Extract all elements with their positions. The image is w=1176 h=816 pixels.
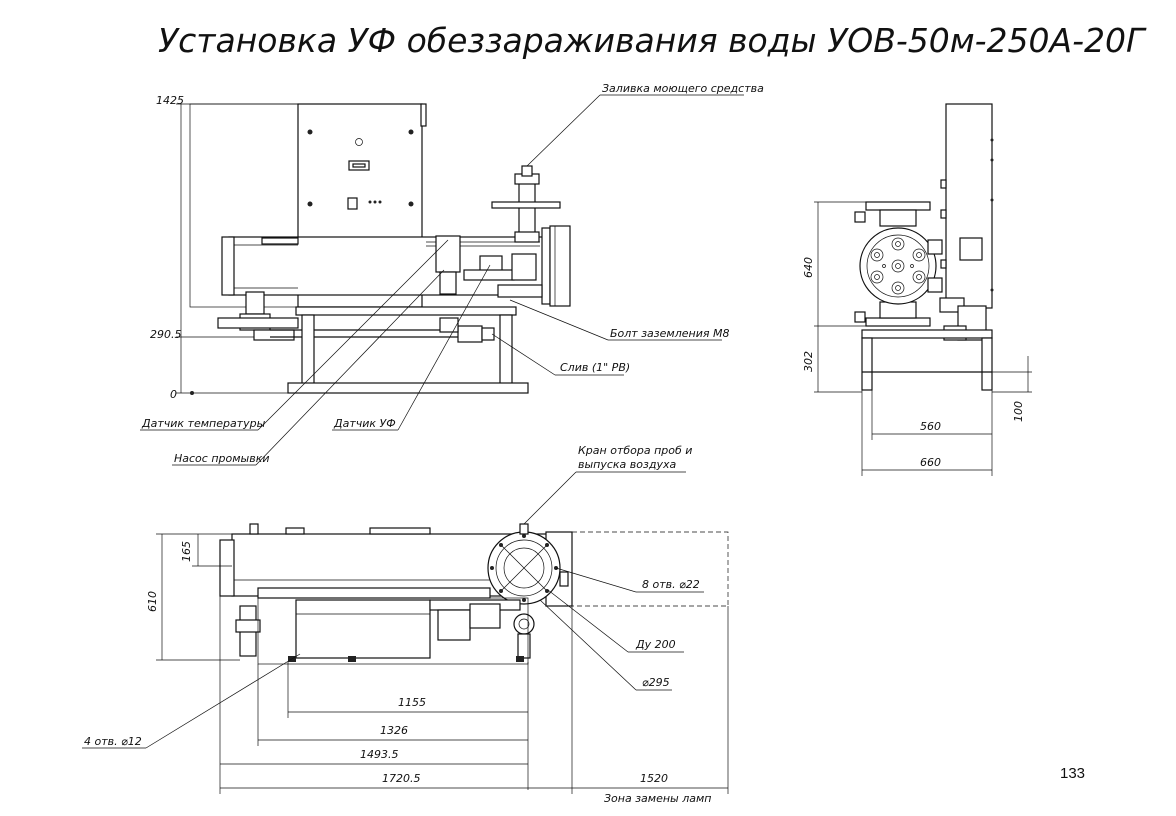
dim-302: 302 bbox=[802, 351, 815, 372]
page-number: 133 bbox=[1060, 765, 1085, 782]
callout-sample-valve-line2: выпуска воздуха bbox=[578, 458, 676, 471]
dim-1155: 1155 bbox=[398, 696, 426, 709]
frame-leg bbox=[301, 314, 315, 386]
callout-holes-4: 4 отв. ⌀12 bbox=[84, 735, 142, 748]
dim-640: 640 bbox=[802, 257, 815, 278]
front-view: 1425 290.5 0 Заливка моющего средства Бо… bbox=[140, 82, 764, 466]
plan-lamp-rail bbox=[257, 587, 491, 599]
dim-560: 560 bbox=[920, 420, 941, 433]
plan-sensor bbox=[513, 613, 535, 635]
dim-1493-5: 1493.5 bbox=[360, 748, 399, 761]
cabinet-hinge bbox=[420, 103, 427, 127]
dim-1326: 1326 bbox=[380, 724, 408, 737]
cabinet-screw bbox=[408, 201, 414, 207]
dim-zero: 0 bbox=[170, 388, 177, 401]
callout-wash-pump: Насос промывки bbox=[174, 452, 270, 465]
frame-top-rail bbox=[295, 306, 517, 316]
display-screen bbox=[352, 163, 366, 168]
inlet-pipe bbox=[518, 179, 536, 241]
inlet-elbow bbox=[245, 291, 265, 315]
callout-dia-295: ⌀295 bbox=[642, 676, 670, 689]
callout-dn-200: Ду 200 bbox=[635, 638, 676, 651]
frame-base bbox=[287, 382, 529, 394]
outlet-flange bbox=[541, 227, 551, 305]
dim-165: 165 bbox=[180, 541, 193, 562]
callout-drain: Слив (1" РВ) bbox=[560, 361, 630, 374]
side-cabinet bbox=[945, 103, 993, 309]
side-chamber-flange bbox=[859, 227, 937, 305]
outlet-flange-cover bbox=[549, 225, 571, 307]
frame-left-bracket bbox=[217, 317, 299, 329]
side-frame-top bbox=[861, 329, 993, 339]
dim-1520: 1520 bbox=[640, 772, 668, 785]
lamp-replacement-zone bbox=[571, 531, 729, 607]
side-panel-window bbox=[959, 237, 983, 261]
drawing-title: Установка УФ обеззараживания воды УОВ-50… bbox=[158, 21, 1147, 60]
side-frame-leg bbox=[861, 337, 873, 391]
side-frame-leg bbox=[981, 337, 993, 391]
side-bottom-flange bbox=[865, 317, 931, 327]
plan-view: 165 610 1155 1326 1493.5 1720.5 1520 Зон… bbox=[82, 444, 729, 805]
side-view: 640 302 100 560 660 bbox=[802, 103, 1032, 476]
frame-leg bbox=[499, 314, 513, 386]
callout-uv-sensor: Датчик УФ bbox=[333, 417, 396, 430]
indicator-lamp-icon bbox=[355, 138, 363, 146]
dim-1425: 1425 bbox=[156, 94, 184, 107]
callout-sample-valve-line1: Кран отбора проб и bbox=[578, 444, 692, 457]
plan-frame bbox=[257, 597, 529, 665]
dim-290-5: 290.5 bbox=[150, 328, 182, 341]
label-lamp-zone: Зона замены ламп bbox=[604, 792, 712, 805]
callout-temp-sensor: Датчик температуры bbox=[141, 417, 266, 430]
callout-ground-bolt: Болт заземления М8 bbox=[610, 327, 729, 340]
switch-icon bbox=[347, 197, 358, 210]
cabinet-screw bbox=[307, 201, 313, 207]
callout-detergent: Заливка моющего средства bbox=[602, 82, 764, 95]
dim-610: 610 bbox=[146, 591, 159, 612]
plan-pump bbox=[437, 609, 471, 641]
cabinet-screw bbox=[307, 129, 313, 135]
dim-100: 100 bbox=[1012, 401, 1025, 422]
wash-pump bbox=[435, 235, 461, 273]
dim-1720-5: 1720.5 bbox=[382, 772, 421, 785]
drain-valve bbox=[457, 325, 483, 343]
dim-660: 660 bbox=[920, 456, 941, 469]
plan-cabinet bbox=[295, 599, 431, 659]
side-top-flange bbox=[865, 201, 931, 211]
callout-holes-8: 8 отв. ⌀22 bbox=[642, 578, 700, 591]
lamp-ports bbox=[870, 237, 926, 295]
cabinet-screw bbox=[408, 129, 414, 135]
display-icon bbox=[348, 160, 370, 171]
inlet-flange bbox=[491, 201, 561, 209]
